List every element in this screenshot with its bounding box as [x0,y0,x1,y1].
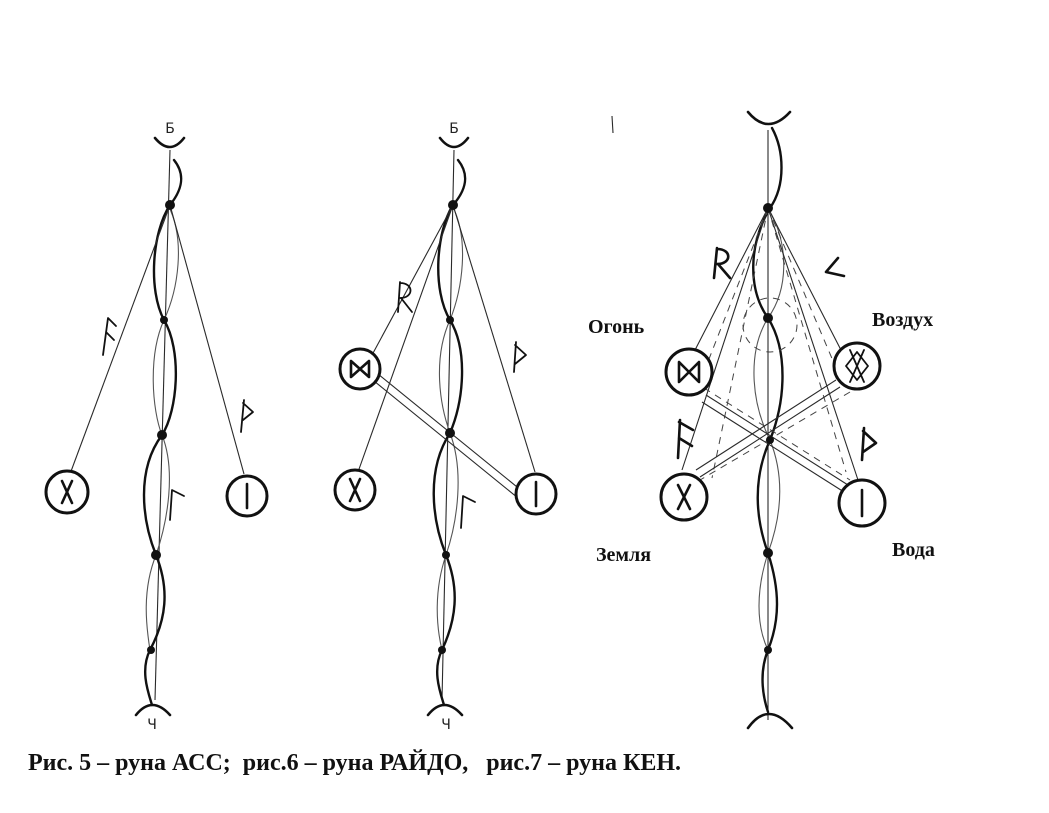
fig6-line-left-upper [371,204,454,356]
fig6-axis-line [441,149,455,701]
figure-6-raido: Б Ч [333,121,558,733]
fig6-line-left-lower [357,204,454,473]
fig5-rune-gebo-icon [60,479,74,505]
fig5-node [160,316,168,324]
fig7-rune-thurisaz-icon [860,426,878,462]
fig6-top-pole-label: Б [449,121,459,137]
fig7-dashed-line [699,207,769,383]
fig7-top-arc [746,110,792,126]
fig7-tick-mark [611,115,614,134]
fig7-node [763,203,773,213]
fig5-node [147,646,155,654]
fig7-dashed-line [767,207,843,383]
fig7-node [763,313,773,323]
fig5-node [151,550,161,560]
fig5-line-right [169,204,245,475]
fig5-top-arc [153,136,186,149]
fig6-rune-dagaz-icon [349,359,371,379]
fig6-node [448,200,458,210]
fig7-rune-ingwaz-icon [845,349,869,383]
fig6-top-arc [438,136,470,149]
fig7-dashed-line [699,391,851,481]
fig6-line-right [452,204,536,473]
fig7-cross-band-b2 [699,386,841,478]
fig5-node [165,200,175,210]
fig7-dashed-circle [742,297,798,353]
fig7-bottom-arc [746,712,794,730]
fig5-bottom-pole-label: Ч [147,717,157,733]
fig7-dashed-line [711,207,769,479]
fig7-line-to-air [767,207,843,353]
fig7-rune-raido-icon [712,246,732,280]
fig6-rune-raido-icon [397,281,413,313]
fig6-energy-wave-thin [436,204,464,651]
fig7-rune-dagaz-icon [677,360,701,384]
fig6-bottom-arc [426,703,464,717]
fig7-label-fire: Огонь [588,316,645,338]
fig7-rune-kenaz-icon [824,256,846,278]
fig6-rune-laguz-icon [460,495,476,529]
fig5-node [157,430,167,440]
fig5-rune-laguz-icon [169,489,185,521]
fig7-cross-band-b1 [695,379,837,471]
fig5-rune-thurisaz-icon [240,399,254,433]
fig7-line-to-earth [681,207,769,471]
fig6-node [445,428,455,438]
fig7-line-to-water [767,207,859,481]
fig5-line-left [69,204,171,475]
fig7-rune-fehu-icon [676,418,695,460]
fig7-node [764,646,772,654]
fig7-node [763,548,773,558]
fig7-dashed-line [767,207,847,473]
fig7-cross-band-a2 [701,401,845,493]
fig6-cross-band-b [373,380,519,499]
fig6-node [442,551,450,559]
fig7-energy-wave-thin [753,207,785,651]
fig6-node [438,646,446,654]
fig5-axis-line [154,149,171,701]
figure-7-ken: Огонь Воздух Земля Вода [588,110,935,730]
fig7-label-air: Воздух [872,309,933,331]
fig7-dashed-line [703,387,851,481]
fig5-rune-ansuz-icon [102,317,117,356]
fig5-top-pole-label: Б [165,121,175,137]
fig7-line-to-fire [693,207,769,353]
fig5-bottom-arc [134,703,172,717]
fig7-cross-band-a1 [705,394,849,486]
figure-5-ass: Б Ч [44,121,269,733]
fig6-node [446,316,454,324]
fig6-bottom-pole-label: Ч [441,717,451,733]
fig7-rune-gebo-icon [676,483,692,511]
fig7-node [766,436,774,444]
fig7-label-water: Вода [892,539,935,561]
fig7-label-earth: Земля [596,544,651,566]
figure-caption: Рис. 5 – руна АСС; рис.6 – руна РАЙДО, р… [28,750,682,776]
fig6-rune-thurisaz-icon [513,341,527,373]
fig6-rune-gebo-icon [348,477,362,503]
